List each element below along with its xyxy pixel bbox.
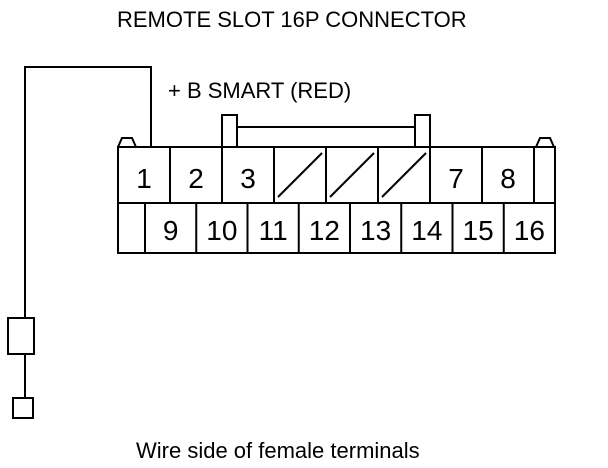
pin-label-12: 12 — [309, 215, 340, 246]
pin-label-15: 15 — [463, 215, 494, 246]
pin-label-3: 3 — [240, 163, 256, 194]
blank-cavity-slash — [329, 152, 375, 198]
wire-label: + B SMART (RED) — [168, 78, 351, 103]
bottom-row-cavities: 9 10 11 12 13 14 15 16 — [144, 203, 545, 253]
top-row-cavities: 1 2 3 7 8 — [136, 147, 535, 203]
lead-wire — [24, 66, 152, 318]
plug-small — [12, 397, 34, 419]
pin-label-16: 16 — [514, 215, 545, 246]
pin-label-13: 13 — [360, 215, 391, 246]
plug-large — [7, 317, 35, 355]
diagram-title: REMOTE SLOT 16P CONNECTOR — [117, 7, 467, 32]
pin-label-10: 10 — [206, 215, 237, 246]
pin-label-11: 11 — [259, 215, 288, 246]
blank-cavity-slash — [381, 152, 427, 198]
blank-cavity-slash — [277, 152, 323, 198]
pin-label-8: 8 — [500, 163, 516, 194]
pin-label-2: 2 — [188, 163, 204, 194]
pin-label-1: 1 — [136, 163, 152, 194]
diagram-caption: Wire side of female terminals — [136, 438, 420, 463]
pin-label-14: 14 — [411, 215, 442, 246]
pin-label-7: 7 — [448, 163, 464, 194]
pin-label-9: 9 — [163, 215, 179, 246]
